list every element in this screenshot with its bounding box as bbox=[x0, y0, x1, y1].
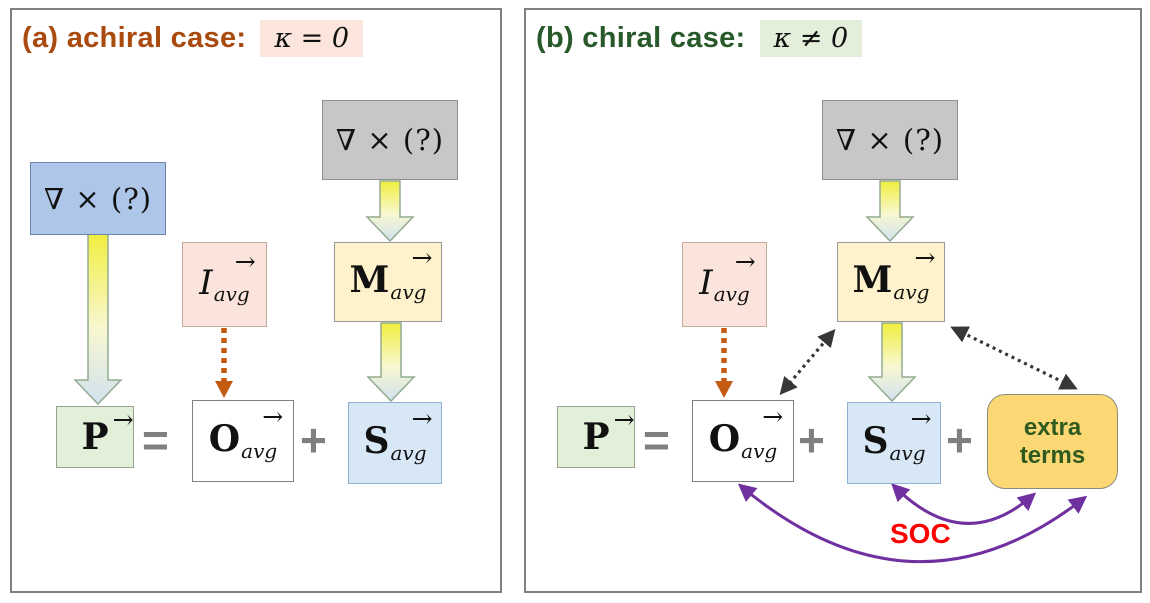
vector-arrow-icon: → bbox=[112, 405, 134, 434]
p-symbol: → P bbox=[582, 405, 635, 458]
curl-operator-box-right: ∇ × (?) bbox=[322, 100, 458, 180]
equals-sign: = bbox=[643, 414, 670, 466]
panel-b-header: (b) chiral case: κ ≠ 0 bbox=[536, 20, 863, 57]
vector-arrow-icon: → bbox=[910, 404, 932, 433]
o-avg-box: → Oavg bbox=[692, 400, 794, 482]
m-avg-symbol: → Mavg bbox=[349, 243, 433, 304]
equals-sign: = bbox=[142, 414, 169, 466]
i-avg-box: → Iavg bbox=[682, 242, 767, 327]
plus-sign: + bbox=[798, 414, 825, 466]
o-avg-symbol: → Oavg bbox=[208, 402, 284, 463]
curl-operator-box-left: ∇ × (?) bbox=[30, 162, 166, 235]
s-avg-box: → Savg bbox=[348, 402, 442, 484]
curl-operator-text: ∇ × (?) bbox=[335, 123, 445, 157]
gradient-arrow-curl-to-m bbox=[365, 180, 415, 243]
extra-terms-label: extra terms bbox=[1019, 413, 1086, 469]
s-avg-symbol: → Savg bbox=[363, 404, 433, 465]
kappa-nonzero-badge: κ ≠ 0 bbox=[759, 20, 863, 57]
vector-arrow-icon: → bbox=[234, 246, 256, 276]
p-box: → P bbox=[56, 406, 134, 468]
curl-operator-text: ∇ × (?) bbox=[835, 123, 945, 157]
gradient-arrow-curl-to-p bbox=[73, 233, 123, 406]
vector-arrow-icon: → bbox=[734, 246, 756, 276]
vector-arrow-icon: → bbox=[914, 243, 936, 272]
panel-achiral: (a) achiral case: κ = 0 ∇ × (?) ∇ × (?) bbox=[10, 8, 502, 593]
vector-arrow-icon: → bbox=[262, 402, 284, 431]
p-symbol: → P bbox=[81, 405, 134, 458]
m-avg-box: → Mavg bbox=[334, 242, 442, 322]
kappa-zero-badge: κ = 0 bbox=[260, 20, 363, 57]
panel-b-arrows bbox=[715, 180, 1088, 564]
soc-label: SOC bbox=[890, 518, 951, 549]
i-avg-box: → Iavg bbox=[182, 242, 267, 327]
gradient-arrow-curl-to-m bbox=[865, 180, 915, 243]
panel-a-title: (a) achiral case: bbox=[22, 22, 247, 54]
panel-b-title: (b) chiral case: bbox=[536, 22, 746, 54]
gradient-arrow-m-to-s bbox=[867, 322, 917, 403]
coupling-arrow-m-extra bbox=[950, 326, 1078, 390]
panel-chiral: (b) chiral case: κ ≠ 0 bbox=[524, 8, 1142, 593]
curl-operator-box: ∇ × (?) bbox=[822, 100, 958, 180]
vector-arrow-icon: → bbox=[411, 243, 433, 272]
curl-operator-text: ∇ × (?) bbox=[43, 181, 153, 216]
o-avg-symbol: → Oavg bbox=[708, 402, 784, 463]
gradient-arrow-m-to-s bbox=[366, 322, 416, 403]
m-avg-symbol: → Mavg bbox=[852, 243, 936, 304]
i-avg-symbol: → Iavg bbox=[699, 246, 756, 306]
o-avg-box: → Oavg bbox=[192, 400, 294, 482]
dotted-arrow-i-to-o-head bbox=[215, 381, 233, 398]
m-avg-box: → Mavg bbox=[837, 242, 945, 322]
extra-terms-box: extra terms bbox=[987, 394, 1118, 489]
vector-arrow-icon: → bbox=[762, 402, 784, 431]
vector-arrow-icon: → bbox=[411, 404, 433, 433]
p-box: → P bbox=[557, 406, 635, 468]
plus-sign: + bbox=[946, 414, 973, 466]
s-avg-symbol: → Savg bbox=[862, 404, 932, 465]
s-avg-box: → Savg bbox=[847, 402, 941, 484]
i-avg-symbol: → Iavg bbox=[199, 246, 256, 306]
plus-sign: + bbox=[300, 414, 327, 466]
coupling-arrow-m-o bbox=[779, 328, 836, 396]
panel-a-header: (a) achiral case: κ = 0 bbox=[22, 20, 363, 57]
vector-arrow-icon: → bbox=[613, 405, 635, 434]
dotted-arrow-i-to-o-head bbox=[715, 381, 733, 398]
